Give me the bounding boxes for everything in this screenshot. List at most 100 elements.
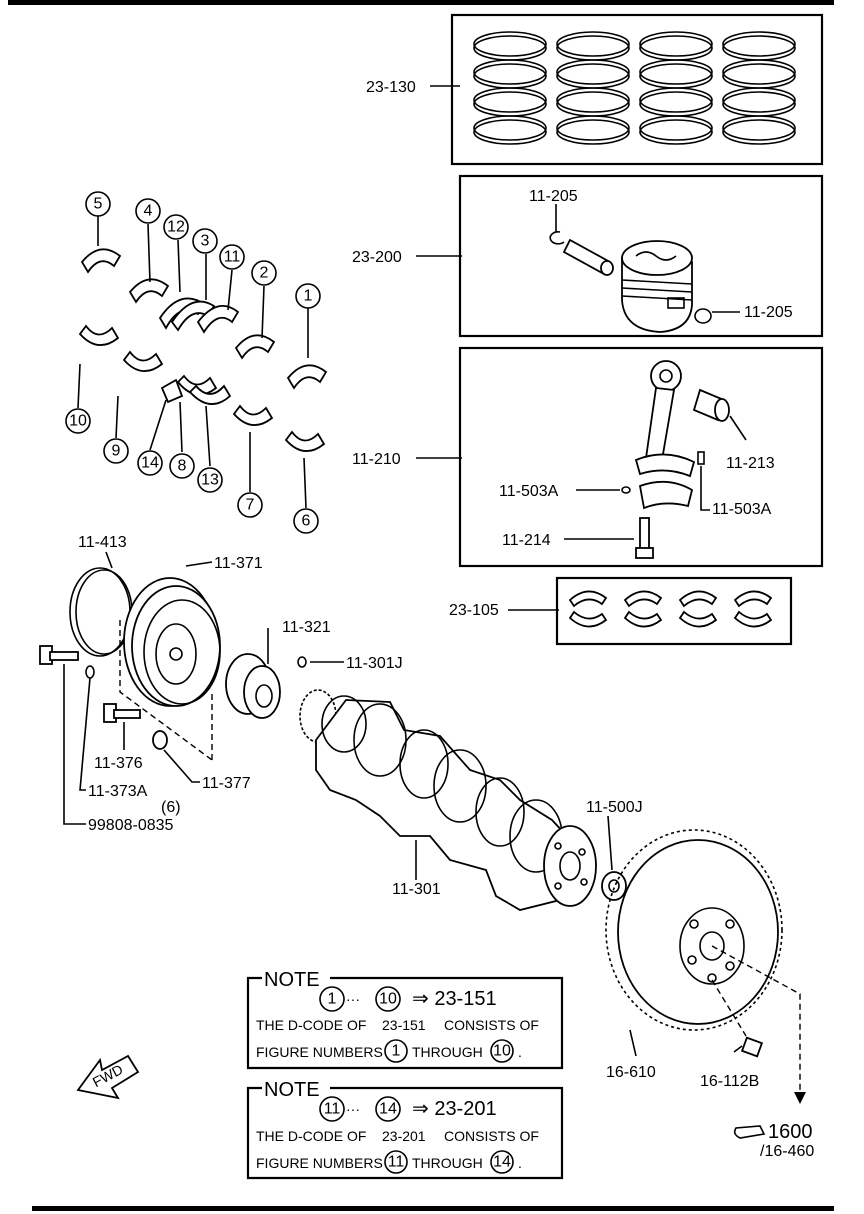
bearing-number-2: 2 xyxy=(251,260,277,286)
label-11-213: 11-213 xyxy=(726,455,775,472)
note-2-heading: NOTE xyxy=(264,1079,320,1101)
crankshaft-group: 11-301 11-500J xyxy=(315,695,643,911)
label-11-210: 11-210 xyxy=(352,451,401,468)
note-2-line2-mid: THROUGH xyxy=(412,1155,483,1171)
svg-text:11: 11 xyxy=(224,249,241,266)
svg-text:13: 13 xyxy=(201,472,219,489)
svg-text:9: 9 xyxy=(112,443,121,460)
note-2-range-end: 14 xyxy=(379,1101,397,1118)
label-11-500j: 11-500J xyxy=(586,799,643,816)
svg-text:3: 3 xyxy=(201,233,210,250)
note-2-range-sep: ··· xyxy=(346,1101,360,1117)
label-11-413: 11-413 xyxy=(78,534,127,551)
svg-text:7: 7 xyxy=(246,497,255,514)
label-11-503a-b: 11-503A xyxy=(712,501,772,518)
note-2-code: ⇒ 23-201 xyxy=(412,1098,497,1120)
forward-indicator: FWD xyxy=(76,1054,140,1100)
bottom-rule xyxy=(32,1206,834,1211)
label-11-371: 11-371 xyxy=(214,555,263,572)
note-1-line2-n2: 10 xyxy=(493,1043,511,1060)
reference-sub: /16-460 xyxy=(760,1143,814,1160)
note-2-line1-a: THE D-CODE OF xyxy=(256,1128,366,1144)
label-11-377: 11-377 xyxy=(202,775,251,792)
bearing-number-11: 11 xyxy=(219,244,245,270)
svg-text:5: 5 xyxy=(94,196,103,213)
label-11-376: 11-376 xyxy=(94,755,143,772)
note-1: NOTE 1 ··· 10 ⇒ 23-151 THE D-CODE OF 23-… xyxy=(246,969,564,1070)
note-2: NOTE 11 ··· 14 ⇒ 23-201 THE D-CODE OF 23… xyxy=(246,1079,564,1180)
svg-text:12: 12 xyxy=(167,219,185,236)
flywheel-group: 16-610 16-112B xyxy=(605,829,806,1104)
note-1-line1-b: CONSISTS OF xyxy=(444,1017,539,1033)
label-99808-qty: (6) xyxy=(161,799,181,816)
connecting-rod-box xyxy=(458,346,824,568)
bearing-number-8: 8 xyxy=(169,453,195,479)
reference-link[interactable]: 1600 /16-460 xyxy=(733,1121,815,1160)
bearing-number-13: 13 xyxy=(197,467,223,493)
label-23-130: 23-130 xyxy=(366,79,416,96)
label-11-301: 11-301 xyxy=(392,881,441,898)
piston-drawing xyxy=(549,231,712,333)
connecting-rod-drawing xyxy=(621,360,730,559)
bearing-number-10: 10 xyxy=(65,408,91,434)
piston-rings-group: 23-130 xyxy=(366,13,824,166)
label-99808-0835: 99808-0835 xyxy=(88,817,174,834)
bearing-callout-lines xyxy=(77,216,309,509)
note-1-range-start: 1 xyxy=(328,991,337,1008)
main-bearings-drawing xyxy=(78,248,328,452)
note-1-line2-a: FIGURE NUMBERS xyxy=(256,1044,383,1060)
flywheel-drawing xyxy=(605,829,806,1104)
svg-text:14: 14 xyxy=(141,455,159,472)
piston-rings-box xyxy=(450,13,824,166)
note-1-line2-mid: THROUGH xyxy=(412,1044,483,1060)
label-11-214: 11-214 xyxy=(502,532,551,549)
note-1-heading: NOTE xyxy=(264,969,320,991)
svg-text:1: 1 xyxy=(304,288,313,305)
label-11-503a-a: 11-503A xyxy=(499,483,559,500)
front-pulley-group: 11-413 11-371 11-321 11-301J 11-376 11-3… xyxy=(39,534,403,834)
svg-text:2: 2 xyxy=(260,265,269,282)
note-2-line2-end: . xyxy=(518,1155,522,1171)
connecting-rod-group: 11-210 11-213 11-503A 11-503A 11-214 xyxy=(352,346,824,568)
rod-bearings-box xyxy=(555,576,793,646)
bearing-number-12: 12 xyxy=(163,214,189,240)
note-1-line1-code: 23-151 xyxy=(382,1017,426,1033)
label-23-105: 23-105 xyxy=(449,602,499,619)
note-2-line2-a: FIGURE NUMBERS xyxy=(256,1155,383,1171)
note-1-line2-end: . xyxy=(518,1044,522,1060)
label-11-205-a: 11-205 xyxy=(529,188,578,205)
bearing-number-6: 6 xyxy=(293,508,319,534)
reference-code: 1600 xyxy=(768,1121,813,1143)
label-11-373a: 11-373A xyxy=(88,783,148,800)
bearing-number-3: 3 xyxy=(192,228,218,254)
piston-rings-drawing xyxy=(473,31,796,145)
note-1-range-end: 10 xyxy=(379,991,397,1008)
label-16-112b: 16-112B xyxy=(700,1073,759,1090)
pointing-hand-icon xyxy=(733,1125,766,1139)
label-11-301j: 11-301J xyxy=(346,655,403,672)
note-1-range-sep: ··· xyxy=(346,991,360,1007)
main-bearings-group: 1 2 3 4 5 6 7 8 9 10 11 12 13 14 xyxy=(65,191,328,534)
note-2-line1-code: 23-201 xyxy=(382,1128,426,1144)
note-1-line1-a: THE D-CODE OF xyxy=(256,1017,366,1033)
note-1-line2-n1: 1 xyxy=(392,1043,401,1060)
label-23-200: 23-200 xyxy=(352,249,402,266)
rod-bearings-group: 23-105 xyxy=(449,576,793,646)
svg-text:8: 8 xyxy=(178,458,187,475)
label-11-205-b: 11-205 xyxy=(744,304,793,321)
piston-group: 23-200 11-205 11-205 xyxy=(352,174,824,338)
rod-bearings-drawing xyxy=(568,590,773,628)
note-1-code: ⇒ 23-151 xyxy=(412,988,497,1010)
note-2-line1-b: CONSISTS OF xyxy=(444,1128,539,1144)
svg-text:10: 10 xyxy=(69,413,87,430)
crankshaft-drawing xyxy=(315,695,627,911)
bearing-number-14: 14 xyxy=(137,450,163,476)
note-2-range-start: 11 xyxy=(324,1101,341,1118)
top-rule xyxy=(8,0,834,5)
note-2-line2-n2: 14 xyxy=(493,1154,511,1171)
bearing-number-5: 5 xyxy=(85,191,111,217)
bearing-number-1: 1 xyxy=(295,283,321,309)
svg-text:4: 4 xyxy=(144,203,153,220)
bearing-number-4: 4 xyxy=(135,198,161,224)
fwd-arrow-icon xyxy=(76,1054,140,1100)
